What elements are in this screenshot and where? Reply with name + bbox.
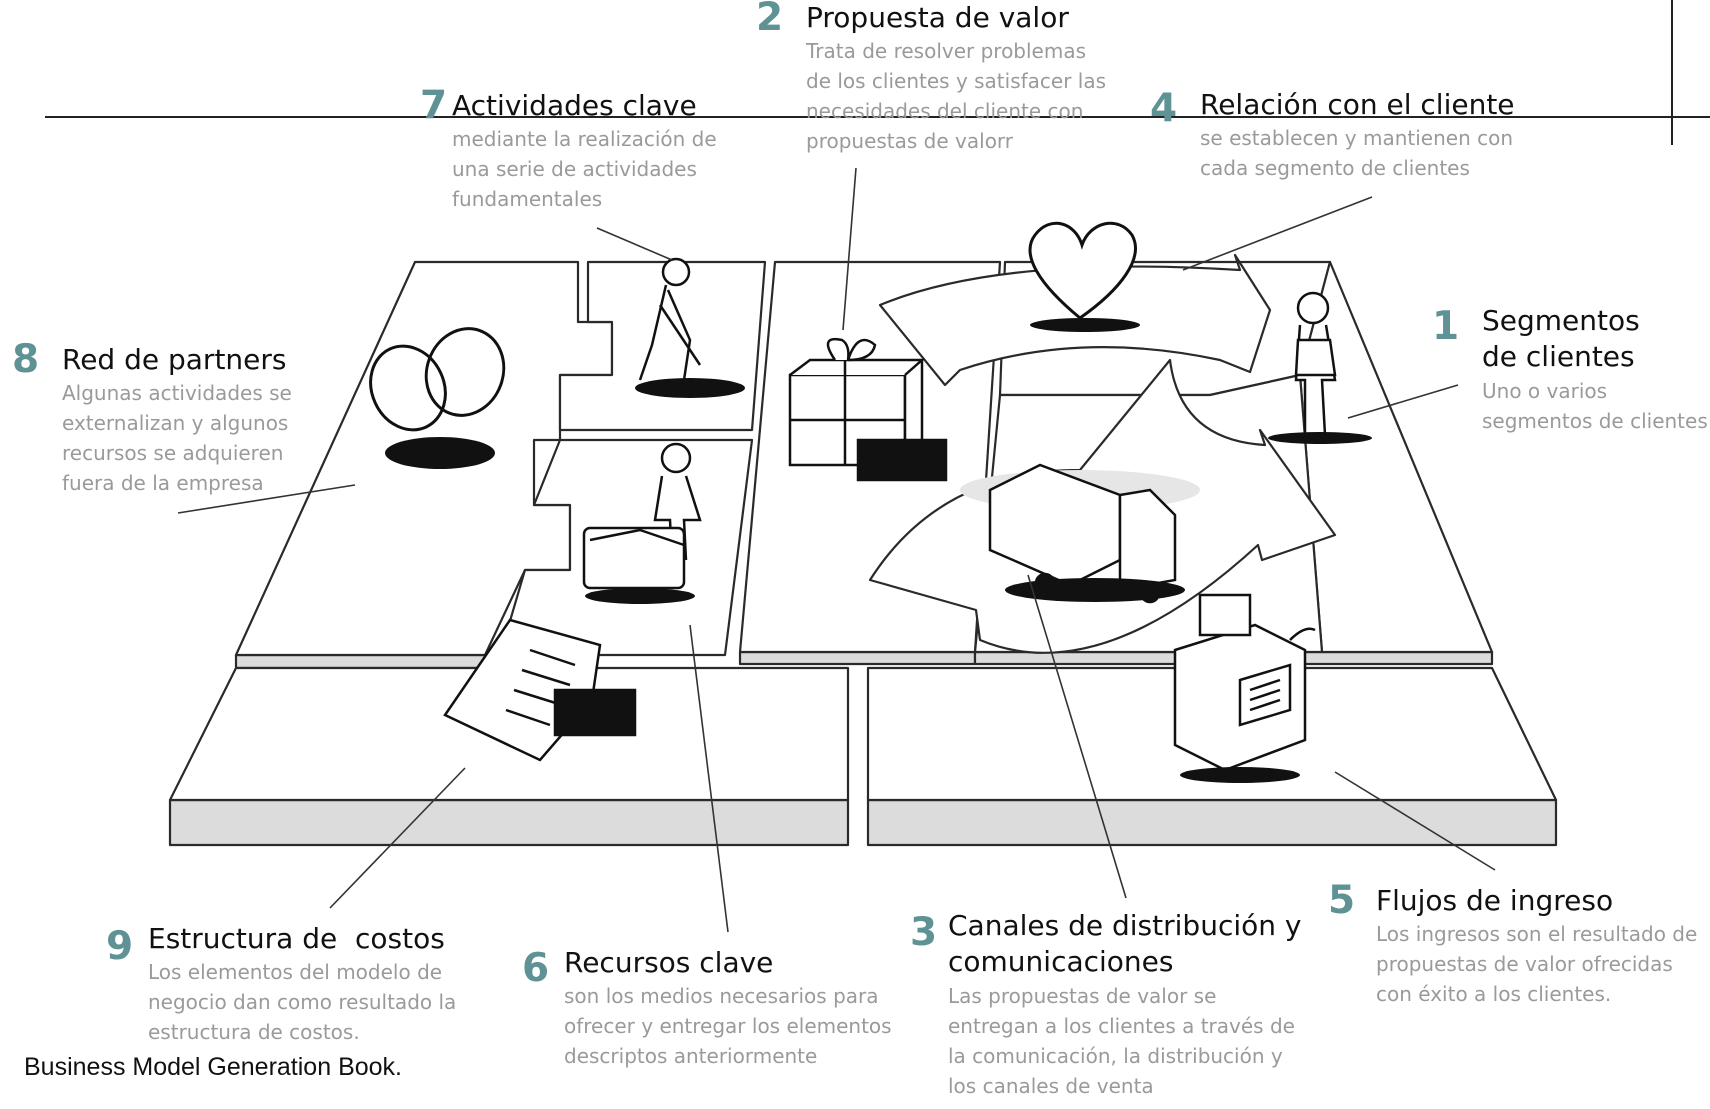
- ring-icon: [369, 327, 506, 469]
- block-description: Los elementos del modelo de negocio dan …: [98, 957, 456, 1047]
- block-title: Canales de distribución y comunicaciones: [948, 908, 1301, 981]
- block-description: mediante la realización de una serie de …: [402, 124, 717, 214]
- desc-line: de los clientes y satisfacer las: [806, 69, 1107, 94]
- block-title: Estructura de costos: [148, 922, 445, 955]
- digging-person-icon: [635, 257, 745, 398]
- person-with-box-icon: [582, 442, 702, 604]
- block-description: son los medios necesarios para ofrecer y…: [514, 981, 892, 1071]
- document-icon: [443, 618, 637, 762]
- leader-lines: [177, 167, 1496, 933]
- title-line: Segmentos: [1482, 304, 1640, 337]
- block-key-activities: 7 Actividades clave mediante la realizac…: [402, 83, 717, 214]
- block-customer-relationships: 4 Relación con el cliente se establecen …: [1150, 87, 1515, 183]
- desc-line: negocio dan como resultado la: [148, 990, 457, 1015]
- block-cost-structure: 9 Estructura de costos Los elementos del…: [98, 921, 456, 1047]
- desc-line: Los ingresos son el resultado de: [1376, 922, 1698, 947]
- desc-line: la comunicación, la distribución y: [948, 1043, 1283, 1068]
- block-number: 8: [12, 337, 40, 382]
- block-revenue-streams: 5 Flujos de ingreso Los ingresos son el …: [1326, 878, 1697, 1009]
- block-number: 9: [106, 924, 134, 969]
- block-number: 1: [1432, 304, 1460, 349]
- desc-line: los canales de venta: [948, 1073, 1154, 1098]
- block-number: 3: [910, 910, 938, 955]
- desc-line: se establecen y mantienen con: [1200, 126, 1514, 151]
- desc-line: fundamentales: [452, 187, 603, 212]
- block-number: 2: [756, 0, 784, 40]
- block-title: Red de partners: [62, 343, 287, 376]
- block-title: Propuesta de valor: [806, 1, 1069, 34]
- block-number: 7: [420, 83, 448, 128]
- desc-line: externalizan y algunos: [62, 411, 289, 436]
- truck-icon: [988, 463, 1185, 604]
- desc-line: Uno o varios: [1482, 378, 1608, 403]
- block-customer-segments: 1 Segmentos de clientes Uno o varios seg…: [1432, 303, 1708, 436]
- desc-line: recursos se adquieren: [62, 441, 284, 466]
- title-line: de clientes: [1482, 340, 1635, 374]
- block-description: Algunas actividades se externalizan y al…: [12, 378, 292, 498]
- desc-line: descriptos anteriormente: [564, 1044, 818, 1069]
- desc-line: con éxito a los clientes.: [1376, 982, 1612, 1007]
- block-description: Trata de resolver problemas de los clien…: [756, 36, 1106, 156]
- block-number: 5: [1328, 878, 1356, 923]
- title-line: comunicaciones: [948, 945, 1174, 979]
- desc-line: Trata de resolver problemas: [806, 39, 1087, 64]
- desc-line: son los medios necesarios para: [564, 984, 879, 1009]
- desc-line: Las propuestas de valor se: [948, 983, 1217, 1008]
- block-key-partners: 8 Red de partners Algunas actividades se…: [12, 337, 292, 498]
- desc-line: ofrecer y entregar los elementos: [564, 1014, 892, 1039]
- block-title: Recursos clave: [564, 946, 774, 979]
- block-title: Segmentos de clientes: [1482, 303, 1708, 376]
- block-number: 6: [522, 946, 550, 991]
- desc-line: cada segmento de clientes: [1200, 156, 1470, 181]
- heart-icon: [1028, 221, 1140, 332]
- block-value-proposition: 2 Propuesta de valor Trata de resolver p…: [756, 0, 1106, 156]
- block-description: se establecen y mantienen con cada segme…: [1150, 123, 1515, 183]
- desc-line: entregan a los clientes a través de: [948, 1013, 1295, 1038]
- desc-line: necesidades del cliente con: [806, 99, 1084, 124]
- gift-icon: [788, 337, 948, 482]
- block-description: Uno o varios segmentos de clientes: [1432, 376, 1708, 436]
- cash-register-icon: [1173, 593, 1316, 783]
- desc-line: propuestas de valor ofrecidas: [1376, 952, 1673, 977]
- block-description: Los ingresos son el resultado de propues…: [1326, 919, 1697, 1009]
- desc-line: Los elementos del modelo de: [148, 960, 443, 985]
- desc-line: fuera de la empresa: [62, 471, 264, 496]
- block-title: Relación con el cliente: [1200, 88, 1515, 121]
- title-line: Canales de distribución y: [948, 909, 1302, 942]
- block-description: Las propuestas de valor se entregan a lo…: [898, 981, 1301, 1101]
- desc-line: estructura de costos.: [148, 1020, 360, 1045]
- desc-line: segmentos de clientes: [1482, 408, 1708, 433]
- block-channels: 3 Canales de distribución y comunicacion…: [898, 908, 1301, 1101]
- block-title: Actividades clave: [452, 89, 697, 122]
- desc-line: propuestas de valorr: [806, 129, 1014, 154]
- desc-line: una serie de actividades: [452, 157, 697, 182]
- source-credit: Business Model Generation Book.: [24, 1053, 402, 1081]
- block-key-resources: 6 Recursos clave son los medios necesari…: [514, 945, 892, 1071]
- standing-person-icon: [1268, 291, 1372, 444]
- frame-lines: [45, 0, 1710, 145]
- block-number: 4: [1150, 86, 1178, 131]
- desc-line: mediante la realización de: [452, 127, 717, 152]
- desc-line: Algunas actividades se: [62, 381, 292, 406]
- block-title: Flujos de ingreso: [1376, 884, 1614, 917]
